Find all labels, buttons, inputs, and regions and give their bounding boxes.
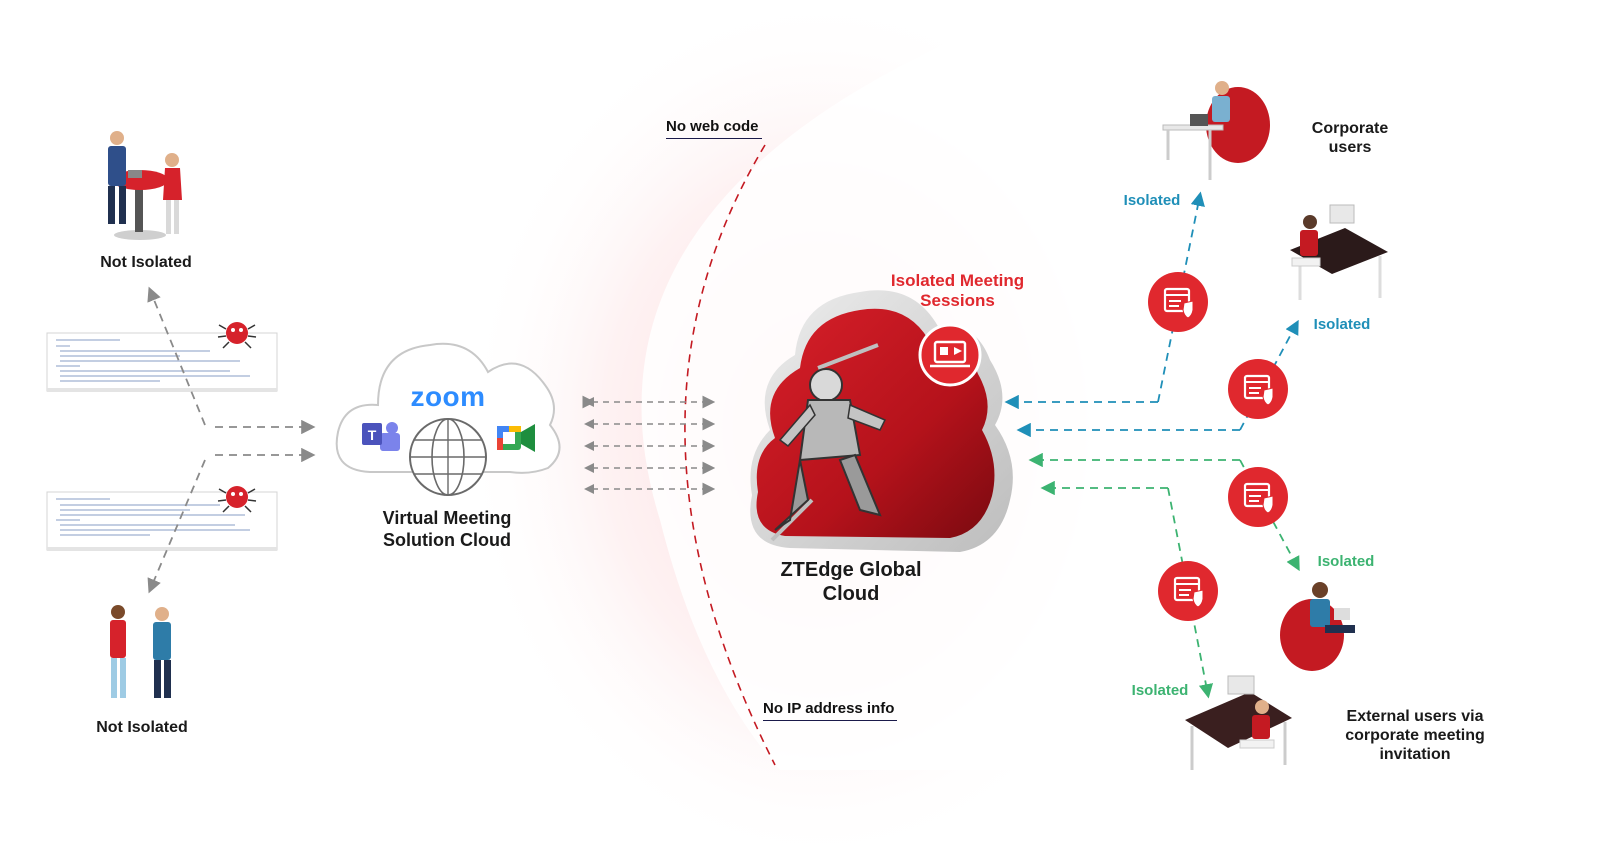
globe-icon [409,418,487,496]
external-users-line2: corporate meeting [1345,727,1485,745]
no-ip-info-note: No IP address info [763,700,897,721]
isolated-sessions-line1: Isolated Meeting [890,271,1025,290]
vm-cloud-label-line2: Solution Cloud [383,529,511,550]
isolation-boundary [684,144,776,766]
microsoft-teams-icon: T [362,422,400,451]
presentation-screen-icon [918,323,982,387]
not-isolated-bottom-label: Not Isolated [96,719,188,736]
unprotected-users-bottom [110,605,171,698]
no-web-code-note: No web code [666,118,762,139]
external-user-beanbag [1280,582,1355,671]
unisolated-flow-arrows [147,286,316,594]
vm-cloud-label: Virtual Meeting Solution Cloud [352,508,542,551]
secure-browser-shield-icon [1228,359,1288,419]
bidirectional-arrows [582,395,716,496]
secure-browser-shield-icon [1148,272,1208,332]
unprotected-users-top [108,131,182,240]
corporate-users-line2: users [1328,139,1372,157]
ztedge-label: ZTEdge Global Cloud [755,558,947,606]
malware-bug-icon [217,486,257,513]
samurai-knight-mascot [770,343,887,542]
zoom-logo: zoom [410,381,486,412]
ztedge-label-line2: Cloud [822,583,880,605]
secure-browser-shield-icon [1228,467,1288,527]
corporate-users-label: Corporate users [1290,119,1410,157]
ztedge-label-line1: ZTEdge Global [780,559,922,581]
not-isolated-top-label: Not Isolated [100,254,192,271]
isolated-sessions-line2: Sessions [920,291,995,311]
corporate-user-desk [1290,204,1388,300]
corporate-users-line1: Corporate [1311,120,1389,137]
web-code-snippet-top [46,332,278,392]
isolated-label-1: Isolated [1123,192,1181,209]
isolated-label-2: Isolated [1313,316,1371,333]
isolated-label-3: Isolated [1317,553,1375,570]
clean-zone [641,0,1603,770]
google-meet-icon [497,424,535,452]
corporate-user-beanbag [1162,81,1270,180]
isolated-sessions-label: Isolated Meeting Sessions [870,271,1045,312]
malware-bug-icon [217,322,257,349]
vm-cloud-label-line1: Virtual Meeting [382,508,512,528]
external-user-desk [1185,675,1292,770]
external-users-line3: invitation [1379,746,1451,764]
external-users-line1: External users via [1346,708,1484,725]
external-users-label: External users via corporate meeting inv… [1320,707,1510,765]
left-arrowheads [584,397,594,494]
svg-text:T: T [368,427,377,443]
secure-browser-shield-icon [1158,561,1218,621]
isolated-label-4: Isolated [1131,682,1189,699]
